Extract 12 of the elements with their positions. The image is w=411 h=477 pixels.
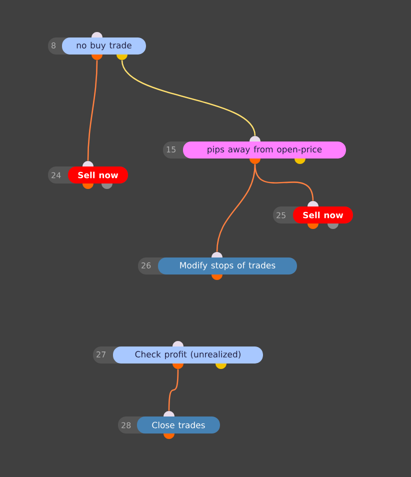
- connector: [168, 369, 179, 411]
- block: 26 Modify stops of trades: [138, 258, 297, 274]
- block: 24 Sell now: [48, 166, 128, 184]
- block: 27 Check profit (unrealized): [93, 346, 263, 364]
- connector: [254, 164, 314, 201]
- connector: [87, 60, 98, 161]
- block: 8 no buy trade: [48, 38, 146, 54]
- connector: [121, 60, 256, 136]
- block: 25 Sell now: [273, 206, 353, 224]
- connector: [216, 164, 256, 252]
- block: 15 pips away from open-price: [163, 142, 346, 158]
- block: 28 Close trades: [118, 416, 220, 434]
